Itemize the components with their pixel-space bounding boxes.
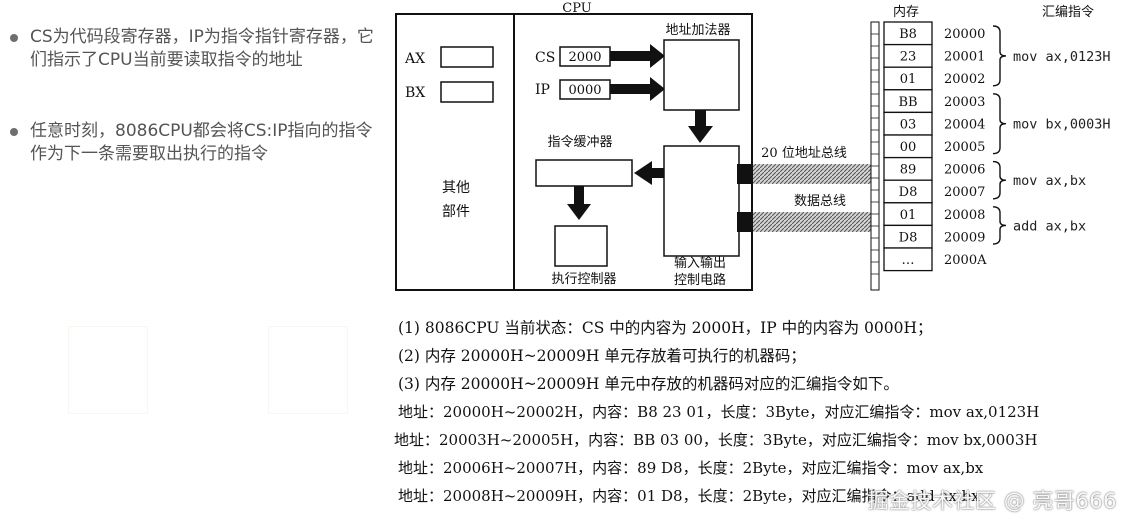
address-bus (753, 164, 871, 184)
adder-down-arrow-head-icon (688, 126, 713, 143)
bx-register (440, 81, 494, 103)
buffer-down-arrow-head-icon (567, 204, 591, 220)
memory-address: 20007 (944, 185, 985, 200)
io-label: 控制电路 (674, 272, 726, 288)
memory-cell-value: D8 (899, 185, 918, 200)
bullet-text: CS为代码段寄存器，IP为指令指针寄存器，它们指示了CPU当前要读取指令的地址 (30, 27, 374, 70)
asm-instruction: add ax,bx (1013, 218, 1086, 234)
io-to-buffer-arrow (650, 168, 664, 178)
asm-instruction: mov ax,bx (1013, 173, 1086, 189)
io-to-buffer-arrow-head-icon (634, 161, 652, 185)
memory-strip (870, 21, 880, 291)
memory-address: 20006 (944, 163, 985, 178)
bullet-item: CS为代码段寄存器，IP为指令指针寄存器，它们指示了CPU当前要读取指令的地址 (8, 26, 380, 72)
exec-label: 执行控制器 (551, 272, 616, 287)
explanation-notes: (1) 8086CPU 当前状态：CS 中的内容为 2000H，IP 中的内容为… (394, 314, 1135, 510)
cs-value: 2000 (568, 50, 601, 65)
cpu-title: CPU (562, 1, 591, 16)
ip-label: IP (535, 82, 550, 98)
io-label: 输入输出 (674, 255, 726, 271)
other-parts-label: 部件 (442, 204, 470, 220)
memory-cell (883, 247, 933, 272)
memory-cell-value: D8 (899, 230, 918, 245)
brace-icon (992, 160, 1007, 200)
ip-arrow (610, 84, 650, 94)
memory-strip-lines (871, 33, 879, 275)
data-bus-port (737, 212, 753, 232)
memory-addresses: 20000 20001 20002 20003 20004 20005 20006 20007… (944, 27, 987, 268)
asm-instruction: mov ax,0123H (1013, 49, 1111, 65)
memory-cell-value: 03 (900, 117, 917, 132)
address-bus-port (737, 164, 753, 184)
asm-title: 汇编指令 (1042, 5, 1094, 20)
cpu-box (395, 13, 753, 291)
brace-icon (992, 93, 1007, 155)
cs-arrow (610, 51, 650, 61)
note-line: (1) 8086CPU 当前状态：CS 中的内容为 2000H，IP 中的内容为… (398, 319, 933, 337)
memory-address: 2000A (944, 253, 987, 268)
memory-address: 20001 (944, 50, 985, 65)
cpu-memory-diagram: CPU AX BX 其他 部件 CS 2000 IP 0000 地址加法器 输入… (395, 1, 1111, 291)
brace-icon (992, 206, 1007, 245)
brace-icon (992, 25, 1007, 87)
note-line: 地址：20003H~20005H，内容：BB 03 00，长度：3Byte，对应… (394, 431, 1038, 449)
note-line: (2) 内存 20000H~20009H 单元存放着可执行的机器码； (398, 347, 806, 365)
cs-label: CS (535, 50, 555, 66)
note-line: (3) 内存 20000H~20009H 单元中存放的机器码对应的汇编指令如下。 (398, 375, 899, 393)
address-adder (663, 39, 740, 111)
memory-cell-value: BB (898, 95, 917, 110)
bullet-dot-icon (10, 128, 18, 136)
io-control-circuit (663, 145, 740, 257)
asm-instructions: mov ax,0123H mov bx,0003H mov ax,bx add ax,… (992, 25, 1111, 245)
data-bus (753, 212, 871, 232)
memory-address: 20004 (944, 117, 985, 132)
faint-background-mark (68, 326, 148, 414)
note-line: 地址：20008H~20009H，内容：01 D8，长度：2Byte，对应汇编指… (398, 487, 980, 505)
memory-cells: B82301BB030089D801D8… (883, 21, 933, 272)
adder-label: 地址加法器 (665, 23, 730, 38)
memory-cell-value: 01 (900, 72, 917, 87)
note-line: 地址：20000H~20002H，内容：B8 23 01，长度：3Byte，对应… (398, 403, 1040, 421)
memory-address: 20003 (944, 95, 985, 110)
bullet-item: 任意时刻，8086CPU都会将CS:IP指向的指令作为下一条需要取出执行的指令 (8, 120, 380, 166)
adder-down-arrow (695, 110, 706, 128)
memory-cell-value: 00 (900, 140, 917, 155)
other-parts-label: 其他 (442, 180, 470, 196)
memory-address: 20002 (944, 72, 985, 87)
memory-cell-value: … (902, 253, 915, 268)
memory-address: 20005 (944, 140, 985, 155)
ip-arrow-head-icon (650, 77, 665, 101)
memory-address: 20008 (944, 208, 985, 223)
bullet-dot-icon (10, 34, 18, 42)
bullet-list: CS为代码段寄存器，IP为指令指针寄存器，它们指示了CPU当前要读取指令的地址 … (8, 26, 380, 166)
faint-background-mark (268, 326, 348, 414)
memory-cell-value: 89 (900, 163, 917, 178)
memory-address: 20009 (944, 230, 985, 245)
ip-value: 0000 (568, 83, 601, 98)
bx-label: BX (405, 85, 425, 101)
buffer-label: 指令缓冲器 (547, 135, 612, 150)
data-bus-label: 数据总线 (794, 194, 846, 209)
cs-arrow-head-icon (650, 44, 665, 68)
memory-cell-value: 01 (900, 208, 917, 223)
instruction-buffer (535, 159, 633, 187)
memory-cell-value: B8 (899, 27, 917, 42)
watermark: 掘金技术社区 @ 亮哥666 (867, 489, 1117, 513)
ax-label: AX (404, 51, 425, 67)
execution-controller (554, 225, 608, 267)
asm-instruction: mov bx,0003H (1013, 117, 1111, 133)
memory-cell-value: 23 (900, 50, 917, 65)
note-line: 地址：20006H~20007H，内容：89 D8，长度：2Byte，对应汇编指… (398, 459, 984, 477)
memory-title: 内存 (893, 4, 919, 20)
buffer-down-arrow (574, 186, 584, 206)
memory-address: 20000 (944, 27, 985, 42)
address-bus-label: 20 位地址总线 (761, 146, 847, 161)
bullet-text: 任意时刻，8086CPU都会将CS:IP指向的指令作为下一条需要取出执行的指令 (30, 121, 373, 164)
ax-register (440, 46, 494, 68)
